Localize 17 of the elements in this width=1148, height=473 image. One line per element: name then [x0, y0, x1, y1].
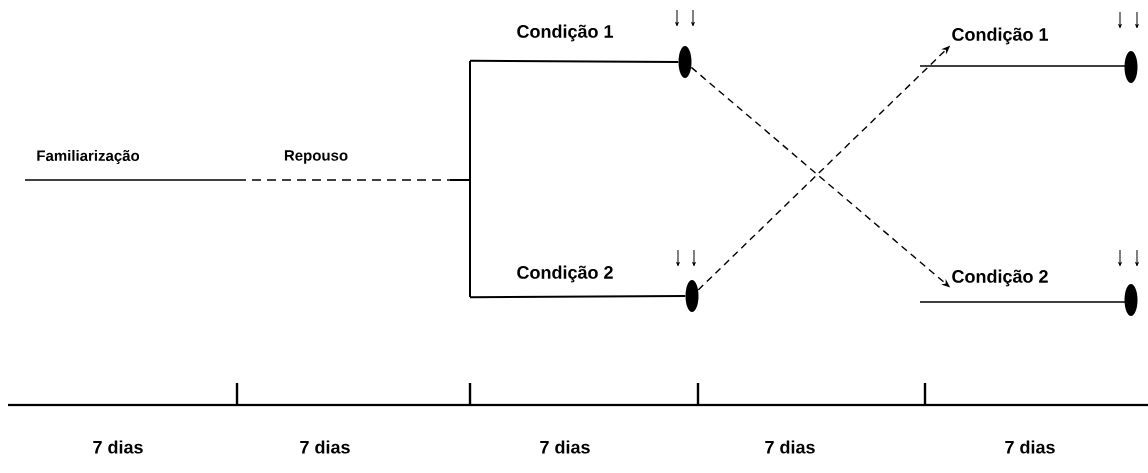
phase-label: Condição 2	[517, 265, 613, 283]
phase-label: Condição 1	[517, 24, 613, 42]
branch-line	[469, 295, 687, 299]
phase-label: Condição 2	[952, 269, 1048, 287]
phase-label: Familiarização	[37, 150, 140, 164]
measurement-dot	[1124, 284, 1138, 316]
duration-label: 7 dias	[300, 440, 350, 454]
duration-label: 7 dias	[93, 440, 143, 454]
branch-line	[469, 59, 680, 63]
duration-label: 7 dias	[1005, 440, 1055, 454]
phase-label: Condição 1	[952, 27, 1048, 45]
measurement-dot	[678, 46, 692, 78]
phase-label: Repouso	[284, 150, 348, 164]
measurement-dot	[1124, 51, 1138, 83]
measurement-dot	[685, 280, 699, 312]
duration-label: 7 dias	[540, 440, 590, 454]
duration-label: 7 dias	[765, 440, 815, 454]
